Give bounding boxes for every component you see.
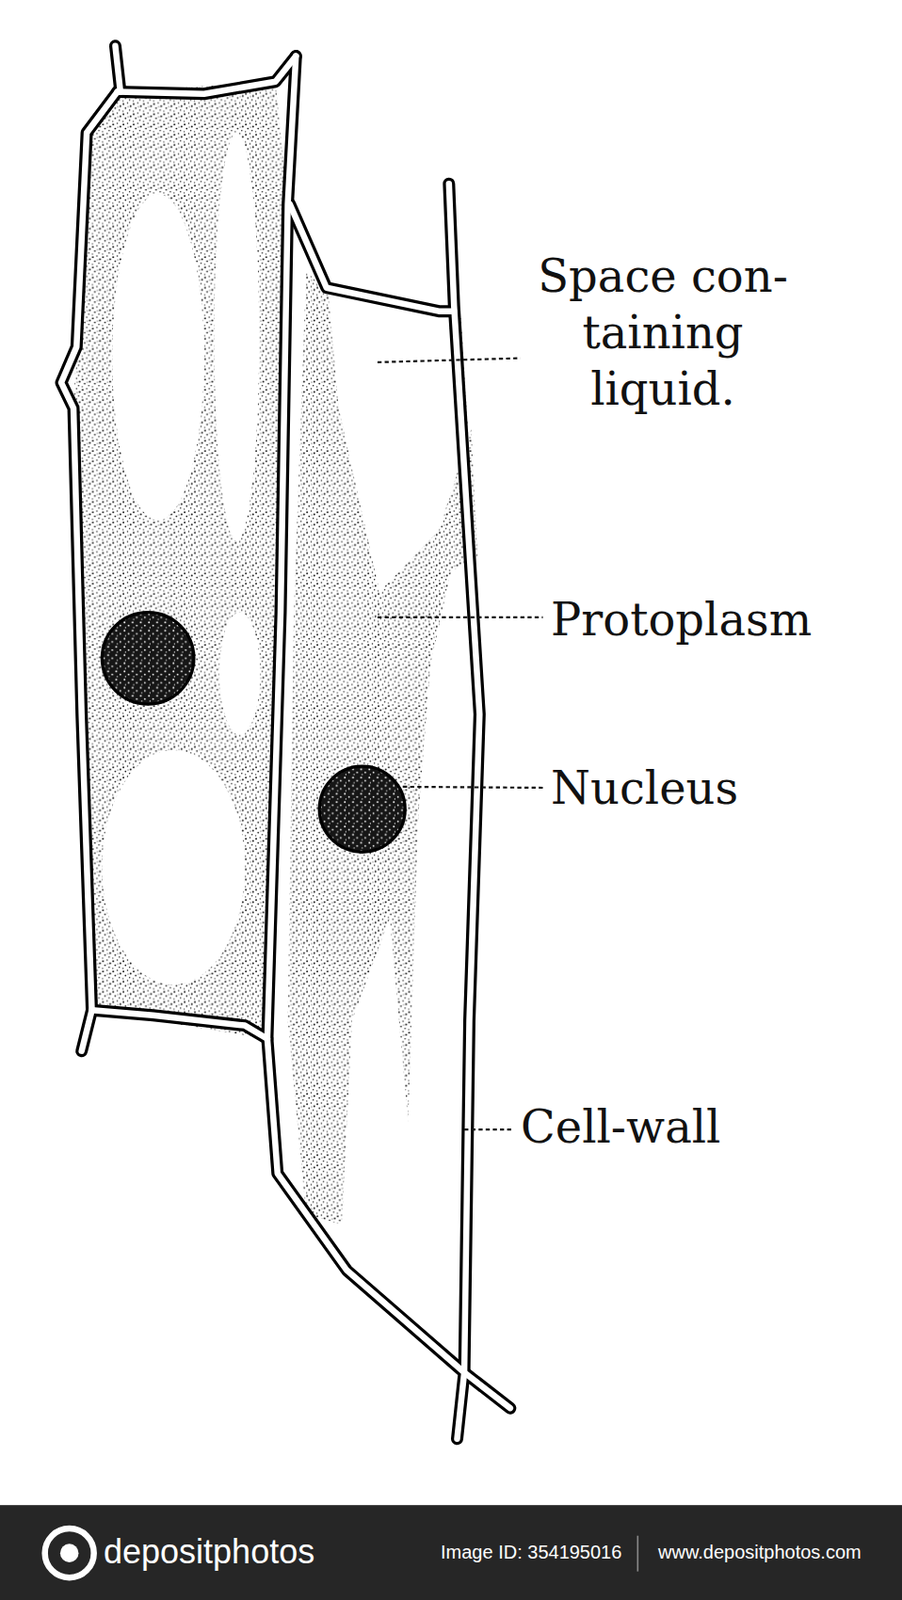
part-label: Protoplasm [550, 591, 812, 648]
logo-icon [45, 1529, 95, 1579]
leader-line [377, 358, 544, 1131]
watermark: Image ID: 354195016 [440, 1543, 622, 1563]
watermark: depositphotos [103, 1535, 315, 1570]
part-label: Cell-wall [520, 1098, 721, 1156]
part-label: Nucleus [550, 759, 739, 817]
part-label: Space con- taining liquid. [526, 247, 800, 418]
watermark-bar [0, 1505, 902, 1600]
watermark: www.depositphotos.com [658, 1543, 862, 1563]
